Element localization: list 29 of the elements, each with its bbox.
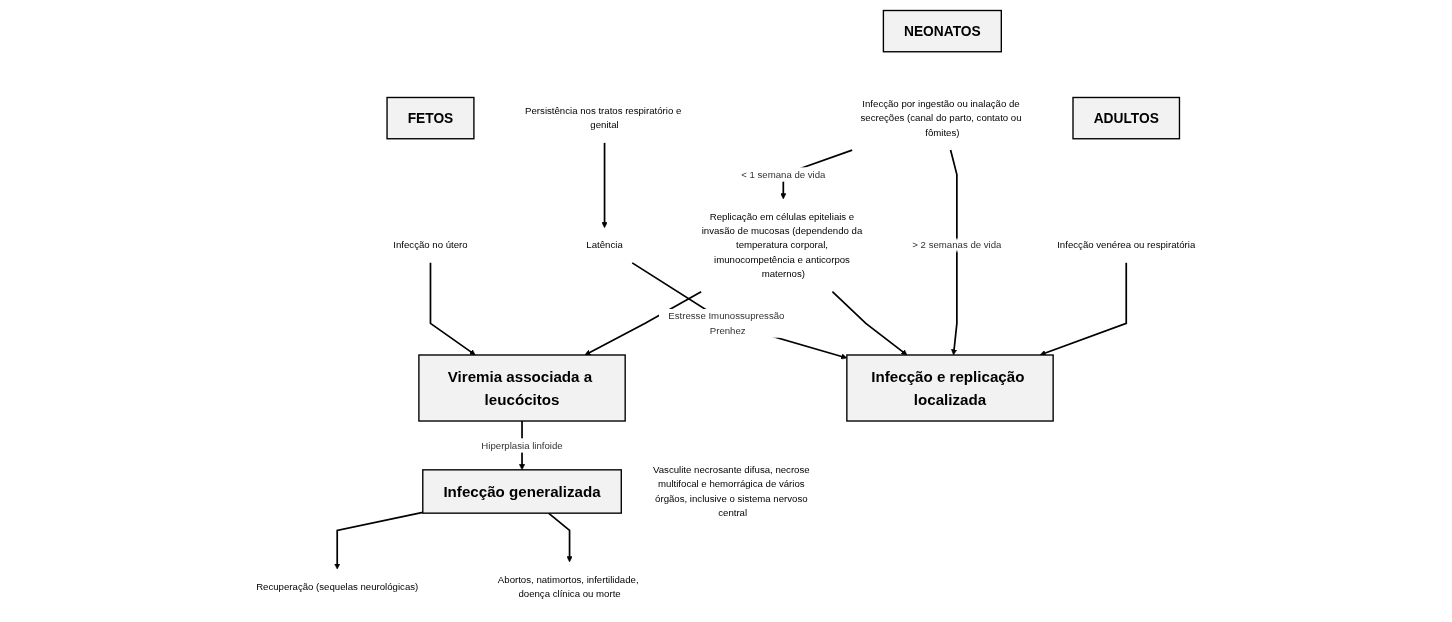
node-text: Persistência nos tratos respiratório e genital	[525, 105, 682, 131]
arrow	[584, 290, 703, 356]
node-label: Vasculite necrosante difusa, necrose multifocal e hemorrágica de vários órgãos, inclusive o sistema nervoso central	[653, 463, 810, 519]
edge-label: > 2 semanas de vida	[912, 239, 1002, 251]
node-box	[846, 354, 1055, 422]
node-text: Recuperação (sequelas neurológicas)	[256, 580, 419, 592]
node-box	[418, 354, 627, 422]
node-box	[386, 96, 475, 140]
flowchart: > 2 semanas de vida < 1 semana de vida Hiperplasia linfoide Estresse Imunossupressão Prenhez ADULTOS Infecção venérea ou respiratória NEONATOS Infecção por ingestão ou inalação de secreções (canal do parto, contato ou fômites) FETOS Infecção no útero Viremia associada a leucócitos Infecção e replicação localizada Persistência nos tratos respiratório e genital Replicação em células epiteliais e invasão de mucosas (dependendo da temperatura corporal, imunocompetência e anticorpos maternos) Latência Infecção generalizada Vasculite necrosante difusa, necrose multifocal e hemorrágica de vários órgãos, inclusive o sistema nervoso central Recuperação (sequelas neurológicas) Abortos, natimortos, infertilidade, doença clínica ou morte	[230, 5, 1222, 617]
edge-label: Estresse Imunossupressão Prenhez	[668, 310, 785, 336]
arrow	[429, 262, 476, 356]
node-text: Replicação em células epiteliais e invasão de mucosas (dependendo da temperatura corporal, imunocompetência e anticorpos maternos)	[701, 210, 863, 280]
arrow	[601, 142, 608, 229]
edge-label: < 1 semana de vida	[741, 168, 826, 180]
arrow	[334, 511, 424, 570]
node-box	[422, 469, 623, 514]
node-text: Infecção por ingestão ou inalação de secreções (canal do parto, contato ou fômites)	[860, 97, 1022, 138]
arrow	[1040, 262, 1128, 356]
node-box	[883, 9, 1003, 53]
node-text: Infecção no útero	[393, 239, 468, 251]
arrow	[547, 512, 573, 563]
arrow	[631, 262, 848, 360]
arrow	[950, 149, 959, 356]
node-box	[1072, 96, 1181, 140]
node-text: Latência	[586, 239, 624, 251]
edge-label: Hiperplasia linfoide	[481, 439, 563, 451]
node-text: Abortos, natimortos, infertilidade, doença clínica ou morte	[498, 573, 639, 600]
arrow	[831, 290, 908, 356]
node-text: Infecção venérea ou respiratória	[1057, 239, 1196, 251]
